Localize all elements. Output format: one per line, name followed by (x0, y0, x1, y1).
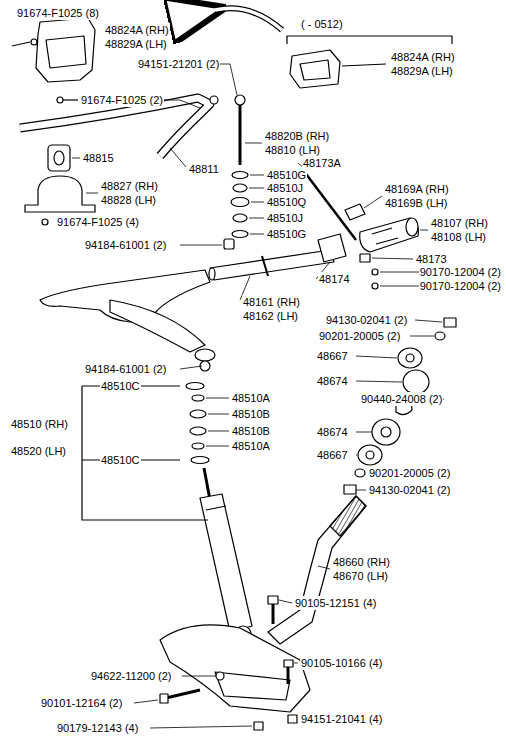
callout-number: 48173 (415, 252, 448, 266)
callout-number: 90105-10166 (4) (300, 656, 383, 670)
callout-number: 48107 (RH) (430, 216, 489, 230)
callout-number: 90440-24008 (2) (360, 392, 443, 406)
callout-number: 48810 (LH) (264, 143, 321, 157)
callout-number: 94151-21041 (4) (300, 712, 383, 726)
callout-number: 48670 (LH) (332, 569, 389, 583)
callout-number: ( - 0512) (300, 17, 344, 31)
callout-number: 94184-61001 (2) (84, 362, 167, 376)
callout-number: 48829A (LH) (104, 37, 168, 51)
callout-number: 48667 (316, 349, 349, 363)
callout-number: 94622-11200 (2) (90, 669, 173, 683)
callout-number: 48510G (266, 227, 307, 241)
callout-number: 90105-12151 (4) (294, 596, 377, 610)
callout-number: 48510C (100, 379, 141, 393)
callout-number: 48510Q (266, 195, 307, 209)
callout-number: 90170-12004 (2) (419, 265, 502, 279)
callout-number: 48815 (82, 151, 115, 165)
callout-number: 48162 (LH) (242, 309, 299, 323)
callout-number: 48510G (266, 168, 307, 182)
callout-number: 48169A (RH) (384, 182, 450, 196)
callout-number: 48108 (LH) (430, 230, 487, 244)
callout-number: 48510J (266, 211, 304, 225)
callout-number: 48824A (RH) (390, 50, 456, 64)
callout-number: 48173A (302, 156, 342, 170)
callout-number: 91674-F1025 (4) (56, 215, 140, 229)
callout-number: 90201-20005 (2) (318, 329, 401, 343)
callout-number: 94184-61001 (2) (84, 238, 167, 252)
callout-number: 94130-02041 (2) (325, 313, 408, 327)
callout-number: 48510J (266, 181, 304, 195)
callout-number: 48820B (RH) (264, 129, 330, 143)
callout-number: 48510B (231, 424, 271, 438)
callout-number: 90201-20005 (2) (368, 466, 451, 480)
callout-number: 91674-F1025 (8) (16, 6, 100, 20)
callout-number: 94151-21201 (2) (137, 57, 220, 71)
callout-number: 48674 (316, 374, 349, 388)
callout-number: 48510 (RH) (10, 417, 69, 431)
callout-number: 48169B (LH) (384, 196, 448, 210)
callout-number: 90179-12143 (4) (56, 721, 139, 735)
callout-number: 48827 (RH) (100, 179, 159, 193)
callout-number: 90170-12004 (2) (419, 279, 502, 293)
callout-number: 91674-F1025 (2) (80, 93, 164, 107)
callout-number: 48161 (RH) (242, 295, 301, 309)
callout-number: 48174 (318, 272, 351, 286)
callout-number: 94130-02041 (2) (368, 483, 451, 497)
callout-number: 48674 (316, 425, 349, 439)
callout-number: 48510A (231, 391, 271, 405)
callout-number: 48828 (LH) (100, 193, 157, 207)
callout-number: 48510C (100, 453, 141, 467)
callout-number: 48660 (RH) (332, 555, 391, 569)
callout-number: 48520 (LH) (10, 444, 67, 458)
callout-number: 48811 (188, 162, 220, 176)
callout-number: 48510A (231, 439, 271, 453)
callout-number: 90101-12164 (2) (40, 696, 123, 710)
callout-number: 48829A (LH) (390, 64, 454, 78)
callout-number: 48510B (231, 407, 271, 421)
callout-number: 48667 (316, 448, 349, 462)
callout-number: 48824A (RH) (104, 23, 170, 37)
